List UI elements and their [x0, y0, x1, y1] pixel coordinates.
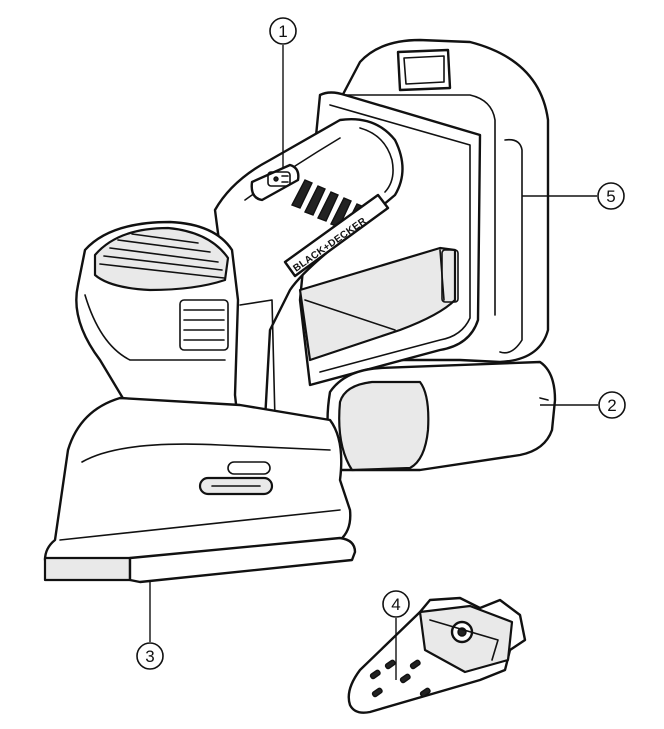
callout-1-number: 1: [278, 22, 287, 41]
callout-3: 3: [136, 580, 164, 670]
sanding-base: [43, 396, 357, 584]
callout-4-number: 4: [391, 595, 400, 614]
callout-3-number: 3: [145, 647, 154, 666]
attachment-slots: [369, 659, 431, 698]
callout-5: 5: [522, 182, 625, 210]
sander-body: BLACK+DECKER: [75, 91, 557, 472]
finger-attachment: [347, 596, 527, 714]
callout-2: 2: [540, 391, 626, 419]
power-switch[interactable]: [250, 163, 300, 202]
callout-1: 1: [269, 17, 297, 168]
vent-cap: [93, 226, 230, 292]
callout-5-number: 5: [606, 187, 615, 206]
callout-2-number: 2: [607, 396, 616, 415]
side-vents: [179, 299, 229, 351]
callout-4: 4: [382, 590, 410, 680]
